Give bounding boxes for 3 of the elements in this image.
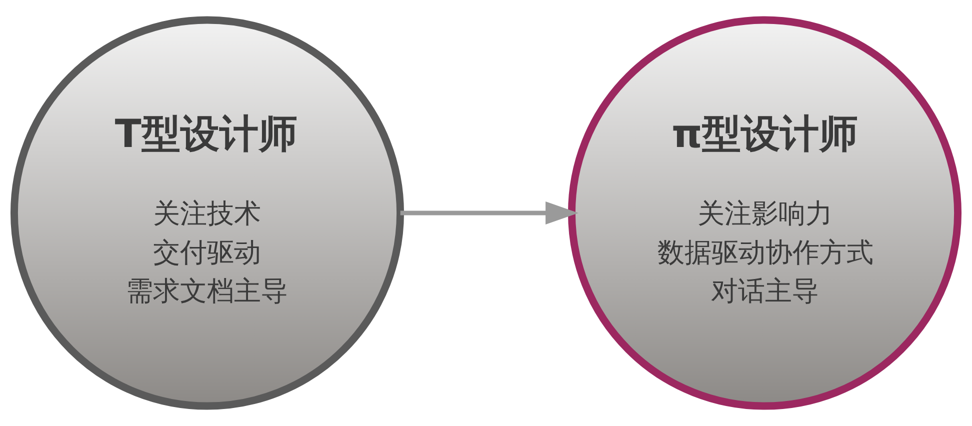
node-circle: T型设计师 关注技术 交付驱动 需求文档主导 [10, 16, 404, 410]
node-circle: π型设计师 关注影响力 数据驱动协作方式 对话主导 [568, 16, 962, 410]
arrow [400, 202, 578, 224]
